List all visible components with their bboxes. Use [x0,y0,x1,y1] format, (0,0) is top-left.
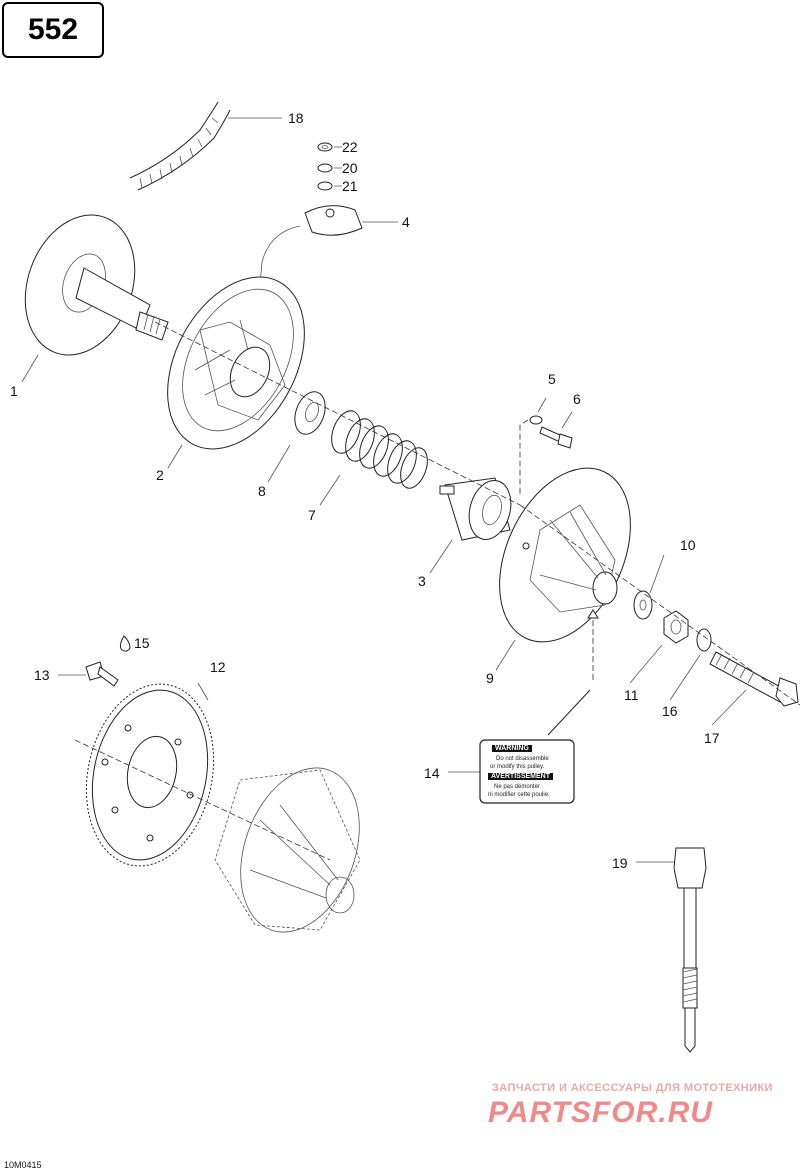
callout-5: 5 [548,371,556,387]
callout-7: 7 [308,507,316,523]
part-16-washer[interactable] [696,628,712,652]
decal-heading-en: WARNING [492,745,532,752]
callout-20: 20 [342,160,358,176]
decal-line1-en: Do not disassemble [496,756,549,762]
part-22-ring[interactable] [317,142,333,152]
part-1-fixed-sheave[interactable] [7,200,169,371]
callout-4: 4 [402,214,410,230]
part-15-drop-icon [119,635,131,652]
callout-16: 16 [662,703,678,719]
part-9-outer-sheave[interactable] [474,447,657,663]
part-6-screw[interactable] [539,426,573,449]
part-13-screw[interactable] [85,661,119,687]
callout-14: 14 [424,765,440,781]
part-19-puller-bolt[interactable] [673,847,707,1053]
callout-11: 11 [624,687,639,703]
part-17-bolt[interactable] [709,651,799,707]
callout-17: 17 [704,730,720,746]
callout-12: 12 [210,659,226,675]
leader-lines [21,117,747,863]
callout-10: 10 [680,537,696,553]
callout-19: 19 [612,855,628,871]
part-21-ring[interactable] [317,181,333,191]
part-5-washer[interactable] [529,415,543,425]
assembled-pulley-reference [214,767,361,933]
callout-18: 18 [288,110,304,126]
callout-8: 8 [258,483,266,499]
part-14-warning-decal[interactable] [479,739,575,804]
callout-1: 1 [10,383,18,399]
part-7-spring[interactable] [326,407,432,492]
callout-15: 15 [134,635,150,651]
decal-line1-fr: Ne pas démonter [494,784,541,790]
part-10-washer[interactable] [633,590,653,620]
callout-13: 13 [34,667,50,683]
decal-line2-fr: ni modifier cette poulie. [488,792,550,798]
part-4-slider[interactable] [255,205,363,331]
callout-3: 3 [418,573,426,589]
watermark-tagline: ЗАПЧАСТИ И АКСЕССУАРЫ ДЛЯ МОТОТЕХНИКИ [492,1082,773,1094]
page-label: 552 [2,2,104,58]
watermark-logo: PARTSFOR.RU [488,1096,713,1129]
callout-2: 2 [156,467,164,483]
decal-line2-en: or modify this pulley. [490,764,545,770]
callout-6: 6 [573,391,581,407]
part-11-nut[interactable] [663,610,689,644]
callout-9: 9 [486,670,494,686]
decal-heading-fr: AVERTISSEMENT [488,773,553,780]
callout-21: 21 [342,178,358,194]
part-3-cam[interactable] [439,476,517,544]
callout-22: 22 [342,139,358,155]
part-8-washer[interactable] [289,388,330,439]
drawing-code: 10M0415 [4,1160,42,1170]
part-20-ring[interactable] [317,163,333,173]
part-18-belt[interactable] [129,101,231,191]
